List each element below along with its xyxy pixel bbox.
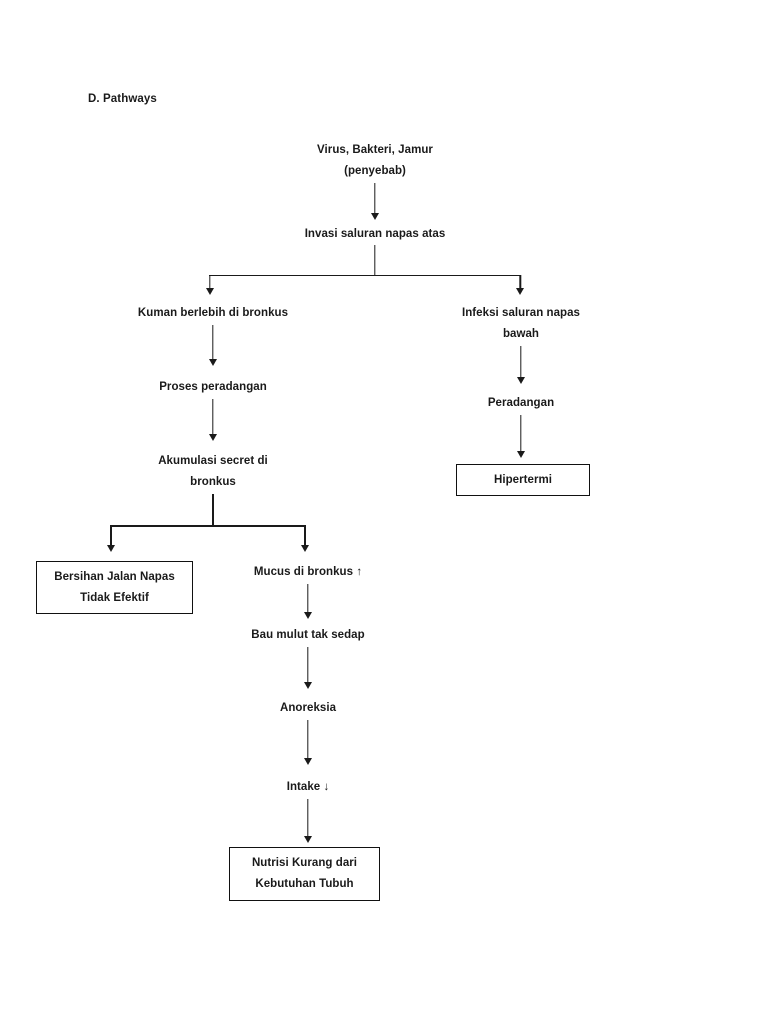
edge-intake-to-nutrisi-arrowhead [304,836,312,843]
edge-infeksi-to-peradangan-arrowhead [517,377,525,384]
edge-anoreksia-to-intake-line [307,720,309,762]
node-proses-peradangan: Proses peradangan [159,381,267,393]
edge-intake-to-nutrisi-line [307,799,309,840]
edge-invasi-to-kuman-arrowhead [206,288,214,295]
edge-mucus-to-bau-arrowhead [304,612,312,619]
edge-akumulasi-stem [212,494,214,526]
node-kuman: Kuman berlebih di bronkus [137,307,289,319]
edge-bau-to-anoreksia-arrowhead [304,682,312,689]
edge-bau-to-anoreksia-line [307,647,309,686]
node-peradangan: Peradangan [487,397,555,409]
edge-infeksi-to-peradangan-line [520,346,522,381]
edge-peradangan-to-hipertermi-line [520,415,522,454]
edge-cause-to-invasi-arrowhead [371,213,379,220]
node-mucus-di-bronkus: Mucus di bronkus ↑ [253,566,363,578]
edge-kuman-to-proses-arrowhead [209,359,217,366]
edge-kuman-to-proses-line [212,325,214,363]
edge-cause-to-invasi-line [374,183,376,217]
edge-invasi-to-kuman-line [208,275,211,292]
node-anoreksia: Anoreksia [279,702,337,714]
node-akumulasi-secret: Akumulasi secret di bronkus [158,455,268,488]
node-cause: Virus, Bakteri, Jamur (penyebab) [317,144,433,177]
edge-anoreksia-to-intake-arrowhead [304,758,312,765]
edge-invasi-to-infeksi-line [519,275,521,292]
edge-invasi-to-infeksi-arrowhead [516,288,524,295]
edge-akumulasi-to-mucus-arrowhead [301,545,309,552]
box-bersihan-jalan-napas-tidak-efektif: Bersihan Jalan Napas Tidak Efektif [36,561,193,614]
box-nutrisi-kurang-dari-kebutuhan-tubuh: Nutrisi Kurang dari Kebutuhan Tubuh [229,847,380,901]
node-invasi: Invasi saluran napas atas [304,228,446,240]
edge-akumulasi-to-mucus-line [304,525,306,549]
node-bau-mulut-tak-sedap: Bau mulut tak sedap [251,629,365,641]
node-intake: Intake ↓ [286,781,330,793]
node-infeksi: Infeksi saluran napas bawah [461,307,580,340]
edge-invasi-split-bar [209,275,521,277]
edge-proses-to-akumulasi-arrowhead [209,434,217,441]
edge-peradangan-to-hipertermi-arrowhead [517,451,525,458]
edge-akumulasi-to-bersihan-arrowhead [107,545,115,552]
edge-mucus-to-bau-line [307,584,309,617]
page-title: D. Pathways [88,93,157,105]
edge-akumulasi-to-bersihan-line [110,525,112,549]
edge-invasi-stem [374,245,376,276]
edge-akumulasi-split-bar [110,525,306,527]
edge-proses-to-akumulasi-line [212,399,214,438]
box-hipertermi: Hipertermi [456,464,590,496]
